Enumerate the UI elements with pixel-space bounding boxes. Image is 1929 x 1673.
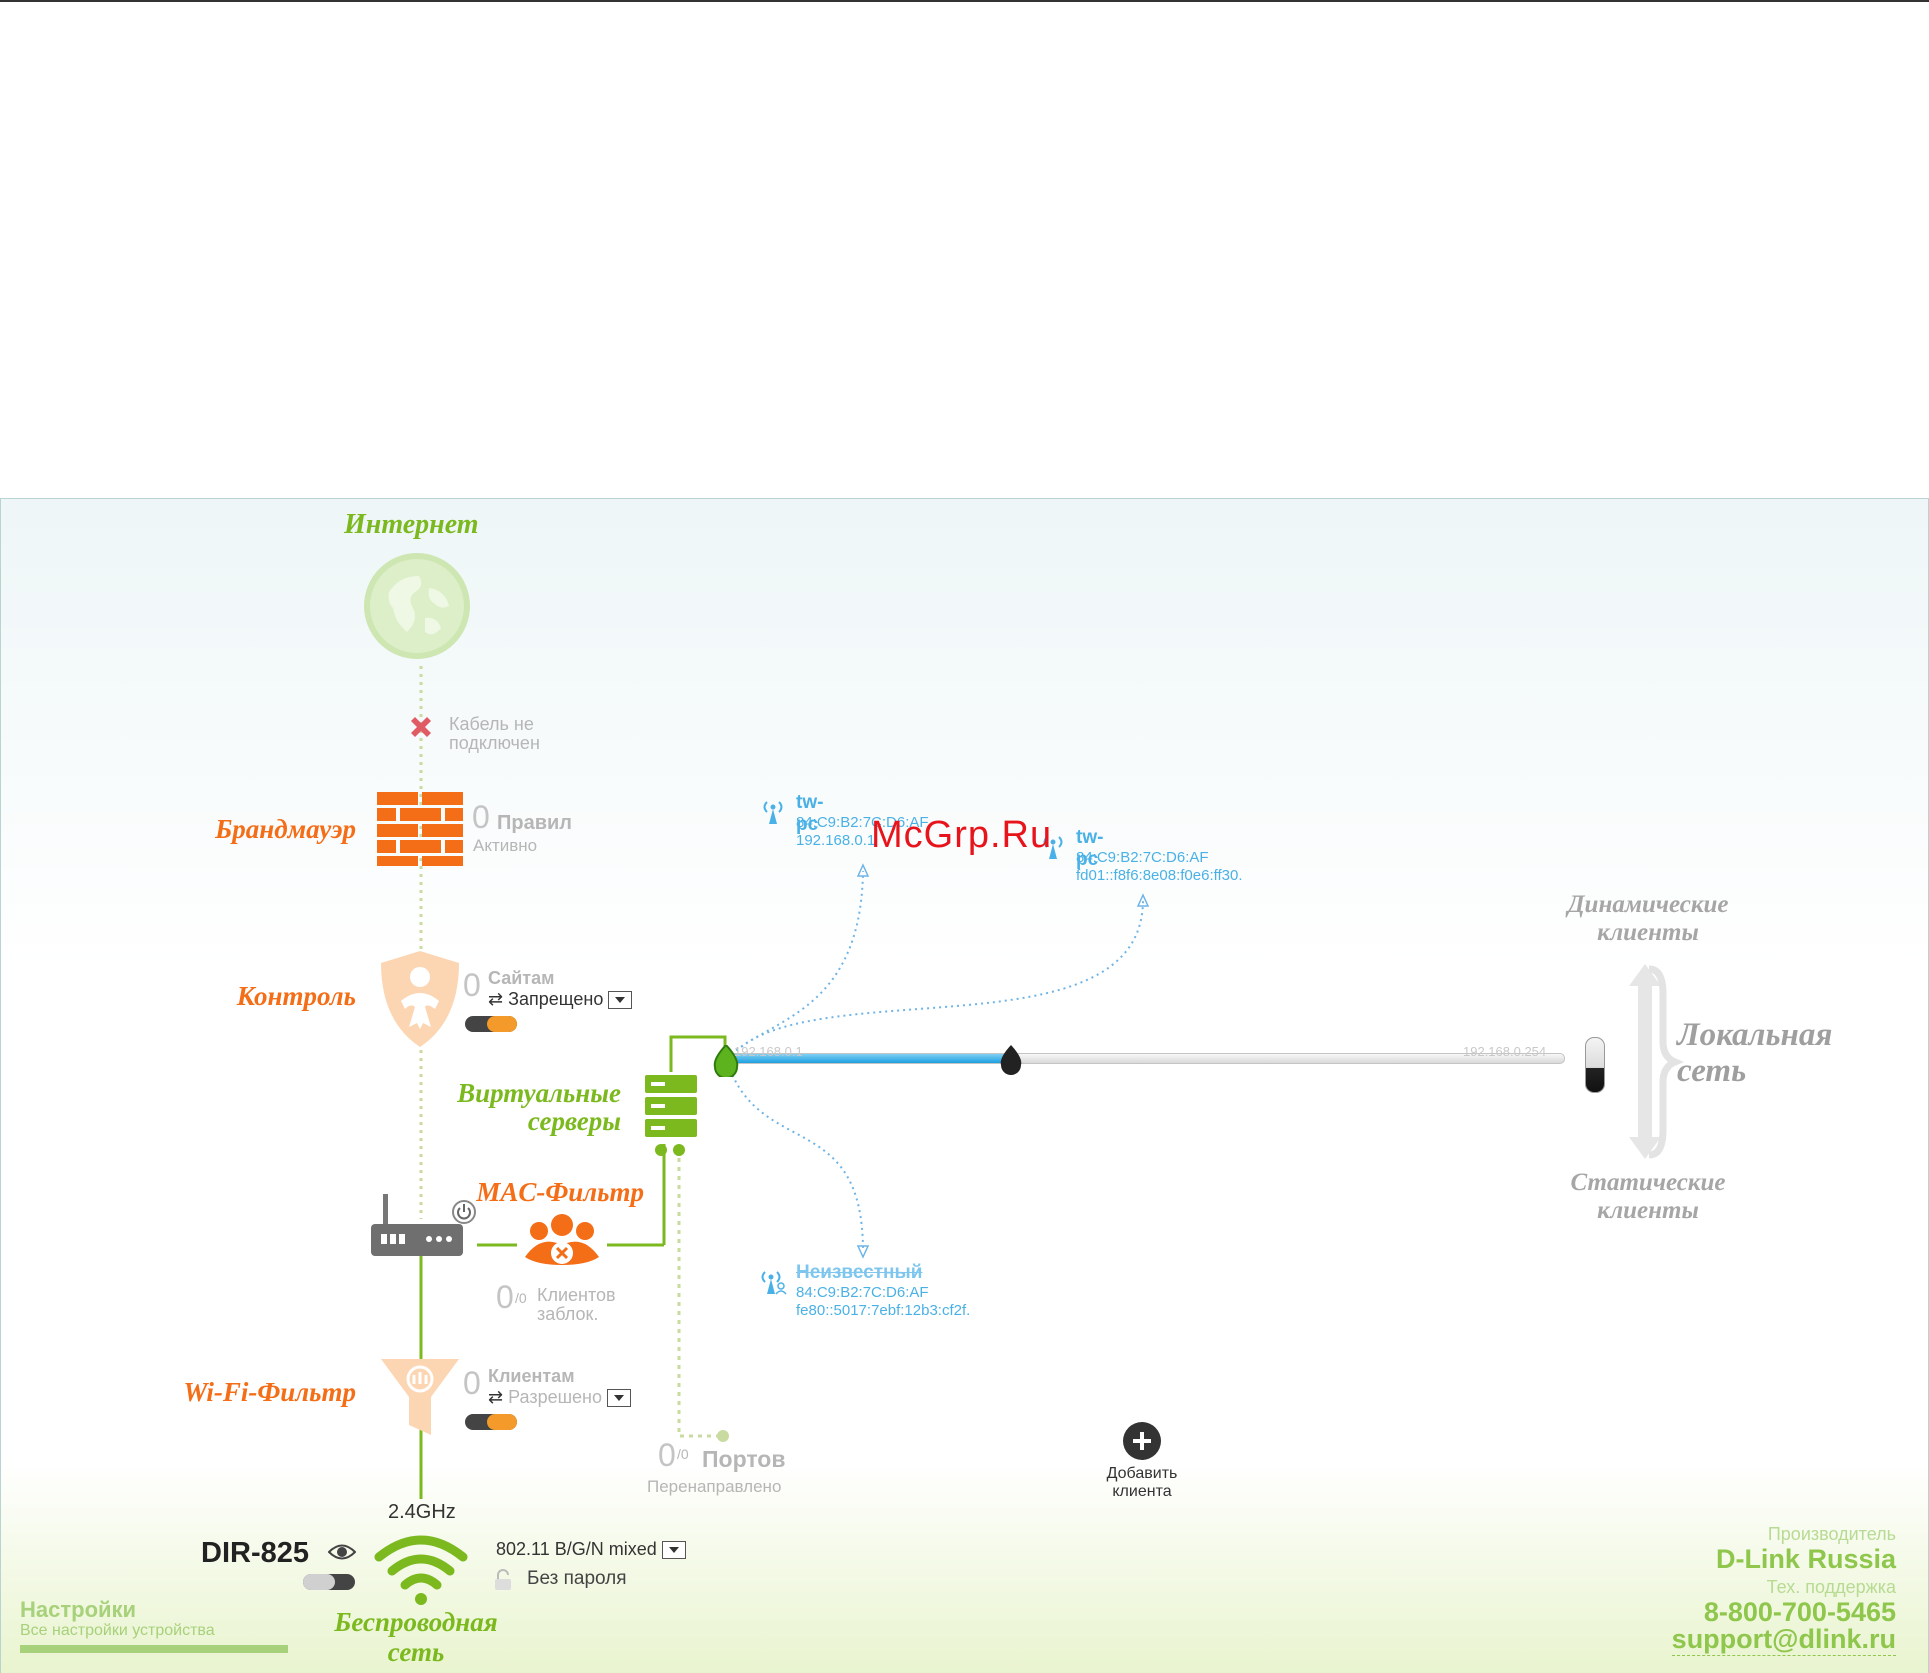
ip-start-handle[interactable]: [713, 1043, 739, 1082]
control-label[interactable]: Контроль: [236, 981, 356, 1011]
globe-icon[interactable]: [363, 552, 471, 665]
client-address: 192.168.0.1: [796, 832, 876, 849]
wireless-client-icon: [763, 801, 783, 824]
wireless-mode-value: 802.11 B/G/N mixed: [496, 1539, 657, 1559]
device-model: DIR-825: [201, 1537, 309, 1569]
ports-count: 0: [658, 1437, 676, 1473]
control-unit: Сайтам: [488, 968, 555, 988]
control-count: 0: [463, 967, 481, 1003]
mac-filter-total: /0: [515, 1290, 527, 1306]
wifi-filter-mode-select[interactable]: ⇄ Разрешено: [488, 1387, 632, 1408]
connection-lines: [419, 666, 1685, 1499]
virtual-servers-label[interactable]: Виртуальные серверы: [457, 1078, 621, 1136]
wifi-filter-mode-dropdown-icon[interactable]: [607, 1389, 632, 1408]
cable-disconnected-icon: [408, 714, 434, 740]
wireless-toggle[interactable]: [303, 1574, 355, 1590]
wifi-filter-label[interactable]: Wi-Fi-Фильтр: [183, 1377, 356, 1407]
client-name: Неизвестный: [796, 1262, 923, 1283]
brick-wall-icon[interactable]: [377, 792, 463, 871]
ip-range-end: 192.168.0.254: [1463, 1044, 1547, 1059]
blocked-users-icon[interactable]: [517, 1213, 607, 1276]
cable-status: Кабель не подключен: [449, 714, 540, 753]
firewall-label[interactable]: Брандмауэр: [215, 814, 356, 844]
add-client-button[interactable]: [1122, 1421, 1162, 1466]
mac-filter-unit: Клиентов: [537, 1285, 616, 1305]
support-email[interactable]: support@dlink.ru: [1671, 1624, 1896, 1656]
ports-total: /0: [677, 1446, 689, 1462]
client-address: fd01::f8f6:8e08:f0e6:ff30.: [1076, 867, 1243, 884]
firewall-unit: Правил: [497, 812, 573, 834]
client-name: tw-pc: [1076, 827, 1104, 870]
unknown-wireless-client-icon: [761, 1271, 787, 1295]
wifi-icon[interactable]: [373, 1529, 469, 1610]
firewall-state: Активно: [473, 836, 538, 855]
ports-unit: Портов: [702, 1446, 786, 1472]
control-toggle[interactable]: [465, 1016, 517, 1032]
mac-filter-state: заблок.: [537, 1304, 599, 1324]
wifi-filter-toggle[interactable]: [465, 1414, 517, 1430]
dynamic-clients-label[interactable]: Динамические клиенты: [1567, 891, 1729, 946]
eye-icon[interactable]: [327, 1543, 357, 1566]
support-phone: 8-800-700-5465: [1703, 1597, 1896, 1627]
control-mode-select[interactable]: ⇄ Запрещено: [488, 989, 633, 1010]
wifi-filter-unit: Клиентам: [488, 1366, 575, 1386]
client-mac: 84:C9:B2:7C:D6:AF: [796, 814, 929, 831]
wireless-client-icon: [1043, 836, 1063, 859]
range-end-cursor-icon[interactable]: [1585, 1037, 1605, 1093]
child-shield-icon[interactable]: [379, 949, 461, 1054]
ip-end-handle[interactable]: [999, 1045, 1023, 1080]
firewall-count: 0: [472, 799, 490, 835]
control-mode-dropdown-icon[interactable]: [608, 991, 633, 1010]
network-map-panel: Интернет Кабель не подключен Брандмауэр …: [0, 498, 1929, 1673]
client-mac: 84:C9:B2:7C:D6:AF: [796, 1284, 929, 1301]
server-stack-icon[interactable]: [645, 1075, 697, 1162]
control-mode-value: Запрещено: [508, 989, 604, 1009]
mac-filter-label[interactable]: MAC-Фильтр: [476, 1177, 644, 1207]
support-label: Тех. поддержка: [1766, 1577, 1896, 1597]
lan-arrow-shape: [1629, 964, 1661, 1159]
settings-bar: [20, 1645, 288, 1653]
ip-range-track[interactable]: [727, 1053, 1565, 1064]
router-icon[interactable]: [371, 1194, 477, 1265]
internet-label: Интернет: [344, 509, 479, 540]
swap-arrows-icon: ⇄: [488, 989, 504, 1009]
lan-label: Локальная сеть: [1677, 1017, 1833, 1089]
wireless-label[interactable]: Беспроводная сеть: [334, 1607, 498, 1667]
ports-state: Перенаправлено: [647, 1477, 782, 1496]
client-name: tw-pc: [796, 792, 824, 835]
lock-open-icon: [494, 1569, 512, 1596]
funnel-icon[interactable]: [379, 1357, 461, 1442]
wireless-security: Без пароля: [527, 1568, 627, 1589]
wireless-band: 2.4GHz: [388, 1501, 456, 1523]
add-client-label[interactable]: Добавить клиента: [1106, 1465, 1178, 1500]
vendor-name: D-Link Russia: [1715, 1544, 1896, 1574]
top-border: [0, 0, 1929, 2]
wifi-filter-count: 0: [463, 1365, 481, 1401]
static-clients-label[interactable]: Статические клиенты: [1570, 1169, 1726, 1224]
watermark: McGrp.Ru: [871, 814, 1053, 856]
client-address: fe80::5017:7ebf:12b3:cf2f.: [796, 1302, 971, 1319]
plus-circle-icon: [1123, 1422, 1161, 1460]
wifi-filter-mode-value: Разрешено: [508, 1387, 603, 1407]
mac-filter-count: 0: [496, 1279, 514, 1315]
settings-subtitle[interactable]: Все настройки устройства: [20, 1622, 215, 1639]
wireless-mode-dropdown-icon[interactable]: [661, 1541, 686, 1560]
wireless-mode-select[interactable]: 802.11 B/G/N mixed: [496, 1539, 686, 1560]
ip-range-fill: [728, 1054, 1012, 1063]
swap-arrows-icon: ⇄: [488, 1387, 504, 1407]
vendor-label: Производитель: [1767, 1524, 1896, 1544]
settings-title[interactable]: Настройки: [20, 1597, 137, 1622]
ip-range-start: 192.168.0.1: [734, 1044, 803, 1059]
client-mac: 84:C9:B2:7C:D6:AF: [1076, 849, 1209, 866]
